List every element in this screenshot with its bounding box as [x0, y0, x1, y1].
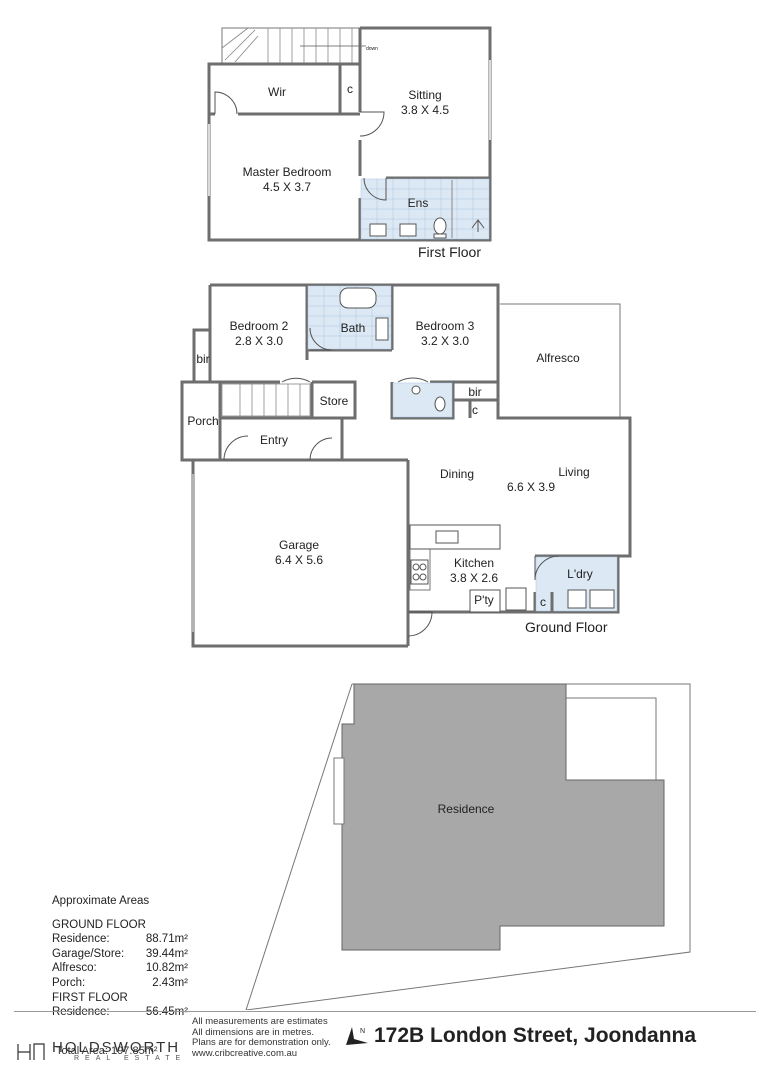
sitting-label: Sitting [408, 88, 441, 102]
kitchen-dimensions: 3.8 X 2.6 [450, 571, 498, 585]
approximate-areas: Approximate Areas GROUND FLOOR Residence… [52, 894, 188, 1020]
ensuite-toilet [433, 217, 447, 235]
store-label: Store [320, 394, 349, 408]
bedroom2-label: Bedroom 2 [230, 319, 289, 333]
north-arrow-icon: N [346, 1027, 368, 1045]
site-plan: Residence [245, 683, 691, 1010]
area-row: Residence:56.45m² [52, 1006, 188, 1019]
disclaimer: All measurements are estimates All dimen… [192, 1016, 331, 1059]
wir-label: Wir [268, 85, 286, 99]
area-row: Porch:2.43m² [52, 976, 188, 989]
kitchen-label: Kitchen [454, 556, 494, 570]
ground-floor-plan: Bedroom 2 2.8 X 3.0 Bath Bedroom 3 3.2 X… [180, 283, 632, 648]
first-floor-outer-wall [207, 26, 492, 242]
alfresco-outline [500, 303, 621, 418]
brand-subtitle: REAL ESTATE [74, 1055, 187, 1062]
first-floor-caption: First Floor [418, 244, 481, 260]
property-address: N 172B London Street, Joondanna [344, 1024, 696, 1048]
house-logo-icon [17, 1043, 45, 1060]
bedroom2-dimensions: 2.8 X 3.0 [235, 334, 283, 348]
ens-door [363, 177, 387, 201]
area-row: Alfresco:10.82m² [52, 962, 188, 975]
bedroom3-label: Bedroom 3 [416, 319, 475, 333]
ground-floor-caption: Ground Floor [525, 619, 608, 635]
cupboard-right-label: c [472, 403, 478, 417]
brand-name: HOLDSWORTH [52, 1039, 181, 1056]
ensuite-label: Ens [408, 196, 429, 210]
residence-label: Residence [438, 802, 495, 816]
bedroom3-dimensions: 3.2 X 3.0 [421, 334, 469, 348]
area-row: Garage/Store:39.44m² [52, 947, 188, 960]
porch-label: Porch [187, 414, 218, 428]
entry-label: Entry [260, 433, 288, 447]
bir-left-label: bir [196, 352, 209, 366]
living-label: Living [558, 465, 589, 479]
pantry-label: P'ty [474, 593, 494, 607]
down-label: down [366, 46, 378, 52]
garage-label: Garage [279, 538, 319, 552]
sitting-dimensions: 3.8 X 4.5 [401, 103, 449, 117]
first-floor-cupboard-label: c [347, 82, 353, 96]
sitting-door [359, 111, 385, 137]
floor-plan-diagram: down [180, 26, 691, 1010]
address-text: 172B London Street, Joondanna [374, 1024, 697, 1047]
bir-right-label: bir [468, 385, 481, 399]
ground-floor-stairs [221, 383, 311, 417]
svg-text:N: N [360, 1028, 365, 1035]
total-area: Total Area: 197.85m² [56, 1045, 158, 1057]
ground-floor-heading: GROUND FLOOR [52, 918, 146, 931]
brand-logo: HOLDSWORTH REAL ESTATE [16, 1040, 186, 1062]
footer-divider [14, 1011, 756, 1012]
bath-label: Bath [341, 321, 366, 335]
dining-label: Dining [440, 467, 474, 481]
laundry-label: L'dry [567, 567, 593, 581]
garage-dimensions: 6.4 X 5.6 [275, 553, 323, 567]
laundry-cupboard-label: c [540, 595, 546, 609]
cooktop [410, 559, 429, 585]
first-floor-plan: down [207, 26, 492, 260]
residence-footprint [333, 683, 665, 951]
master-bedroom-label: Master Bedroom [243, 165, 332, 179]
master-bedroom-dimensions: 4.5 X 3.7 [263, 180, 311, 194]
wir-door [214, 91, 238, 115]
first-floor-heading: FIRST FLOOR [52, 991, 128, 1004]
area-row: Residence:88.71m² [52, 933, 188, 946]
dining-living-dimensions: 6.6 X 3.9 [507, 480, 555, 494]
alfresco-label: Alfresco [536, 351, 580, 365]
areas-title: Approximate Areas [52, 895, 150, 907]
bathtub [339, 287, 377, 309]
